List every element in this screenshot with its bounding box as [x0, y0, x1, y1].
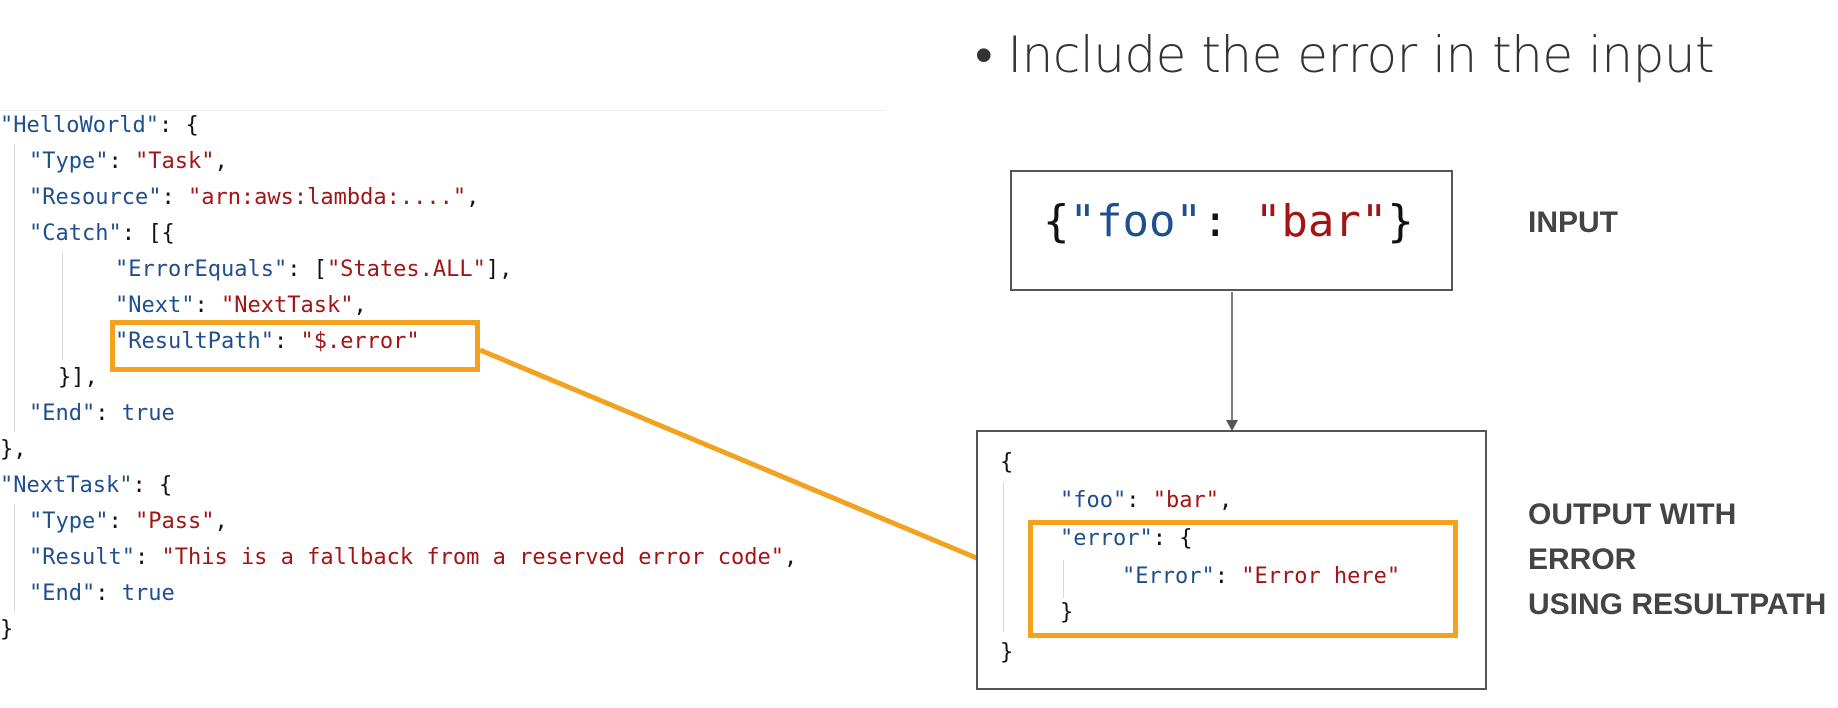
output-label-line: ERROR [1528, 543, 1637, 576]
highlight-arrow [479, 347, 1011, 575]
indent-guide [1003, 482, 1004, 632]
indent-guide [14, 504, 15, 612]
input-box [1010, 170, 1453, 291]
code-punct: : [ [287, 257, 327, 282]
code-string: "$.error" [300, 329, 420, 354]
indent-guide [62, 252, 63, 360]
code-punct: : [95, 581, 122, 606]
output-punct: : [1126, 488, 1153, 513]
code-punct: : [194, 293, 221, 318]
code-punct: : [95, 401, 122, 426]
code-punct: , [214, 149, 228, 174]
input-colon: : [1201, 196, 1255, 247]
output-close-brace: } [1000, 640, 1014, 665]
code-string: "This is a fallback from a reserved erro… [161, 545, 784, 570]
output-line-error: "error": { [1060, 526, 1192, 551]
output-key: "Error" [1122, 564, 1215, 589]
output-label: OUTPUT WITH ERROR USING RESULTPATH [1528, 492, 1826, 627]
code-key: "ErrorEquals" [115, 257, 288, 282]
output-punct: : [1214, 564, 1242, 589]
output-box [976, 430, 1487, 690]
code-line: "ResultPath": "$.error" [115, 324, 420, 360]
code-punct: , [466, 185, 480, 210]
code-punct: }], [58, 365, 98, 390]
code-punct: , [214, 509, 228, 534]
code-line: "ErrorEquals": ["States.ALL"], [115, 252, 512, 288]
code-punct: : [{ [121, 221, 175, 246]
code-line: "Resource": "arn:aws:lambda:....", [29, 180, 479, 216]
code-punct: : [108, 509, 135, 534]
code-key: "End" [29, 581, 96, 606]
bullet-text: Include the error in the input [1007, 26, 1715, 84]
output-inner-close-brace: } [1060, 600, 1074, 625]
code-line: "NextTask": { [0, 468, 172, 504]
code-boolean: true [121, 401, 175, 426]
code-line: }, [0, 432, 27, 468]
code-key: "Next" [115, 293, 195, 318]
code-punct: : { [158, 113, 199, 138]
code-key: "Type" [29, 149, 109, 174]
top-divider [0, 110, 885, 111]
input-close-brace: } [1387, 196, 1414, 247]
code-line: "Type": "Pass", [29, 504, 228, 540]
code-boolean: true [121, 581, 175, 606]
output-label-line: USING RESULTPATH [1528, 588, 1827, 621]
code-string: "arn:aws:lambda:...." [187, 185, 467, 210]
input-open-brace: { [1043, 196, 1070, 247]
code-punct: : [161, 185, 188, 210]
code-punct: }, [0, 437, 27, 462]
code-key: "End" [29, 401, 96, 426]
input-label: INPUT [1528, 206, 1618, 239]
code-line: }], [58, 360, 98, 396]
code-line: "Next": "NextTask", [115, 288, 367, 324]
code-line: "End": true [29, 396, 175, 432]
input-json: {"foo": "bar"} [1043, 196, 1414, 247]
indent-guide [1063, 560, 1064, 598]
code-line: } [0, 612, 13, 648]
code-punct: } [0, 617, 14, 642]
code-line: "End": true [29, 576, 175, 612]
output-line-error-detail: "Error": "Error here" [1122, 564, 1400, 589]
code-key: "NextTask" [0, 473, 133, 498]
output-key: "error" [1060, 526, 1153, 551]
resultpath-highlight [110, 320, 480, 372]
indent-guide [14, 144, 15, 432]
code-string: "Task" [134, 149, 215, 174]
input-value: "bar" [1254, 196, 1388, 247]
output-line-foo: "foo": "bar", [1060, 488, 1232, 513]
bullet-heading: • Include the error in the input [975, 26, 1715, 84]
code-punct: : [134, 545, 162, 570]
code-line: "Catch": [{ [29, 216, 175, 252]
output-label-line: OUTPUT WITH [1528, 498, 1737, 531]
output-punct: , [1218, 488, 1233, 513]
input-key: "foo" [1069, 196, 1202, 247]
code-string: "Pass" [134, 509, 215, 534]
code-line: "Result": "This is a fallback from a res… [29, 540, 797, 576]
code-key: "Type" [29, 509, 109, 534]
code-punct: ], [485, 257, 513, 282]
bullet-icon: • [975, 26, 993, 84]
code-punct: : { [132, 473, 173, 498]
code-punct: : [273, 329, 301, 354]
output-string: "Error here" [1241, 564, 1401, 589]
code-key: "Resource" [29, 185, 162, 210]
down-arrowhead [1226, 420, 1238, 431]
code-line: "HelloWorld": { [0, 108, 199, 144]
code-punct: , [353, 293, 367, 318]
state-machine-code: "HelloWorld": { "Type": "Task", "Resourc… [0, 0, 797, 642]
code-punct: , [784, 545, 798, 570]
output-open-brace: { [1000, 450, 1014, 475]
code-string: "States.ALL" [326, 257, 486, 282]
code-key: "ResultPath" [115, 329, 274, 354]
code-punct: : [108, 149, 135, 174]
code-line: "Type": "Task", [29, 144, 228, 180]
output-key: "foo" [1060, 488, 1127, 513]
code-string: "NextTask" [220, 293, 354, 318]
code-key: "Result" [29, 545, 135, 570]
output-punct: : { [1152, 526, 1193, 551]
output-string: "bar" [1152, 488, 1219, 513]
error-highlight [1028, 520, 1458, 638]
code-key: "Catch" [29, 221, 122, 246]
code-key: "HelloWorld" [0, 113, 159, 138]
